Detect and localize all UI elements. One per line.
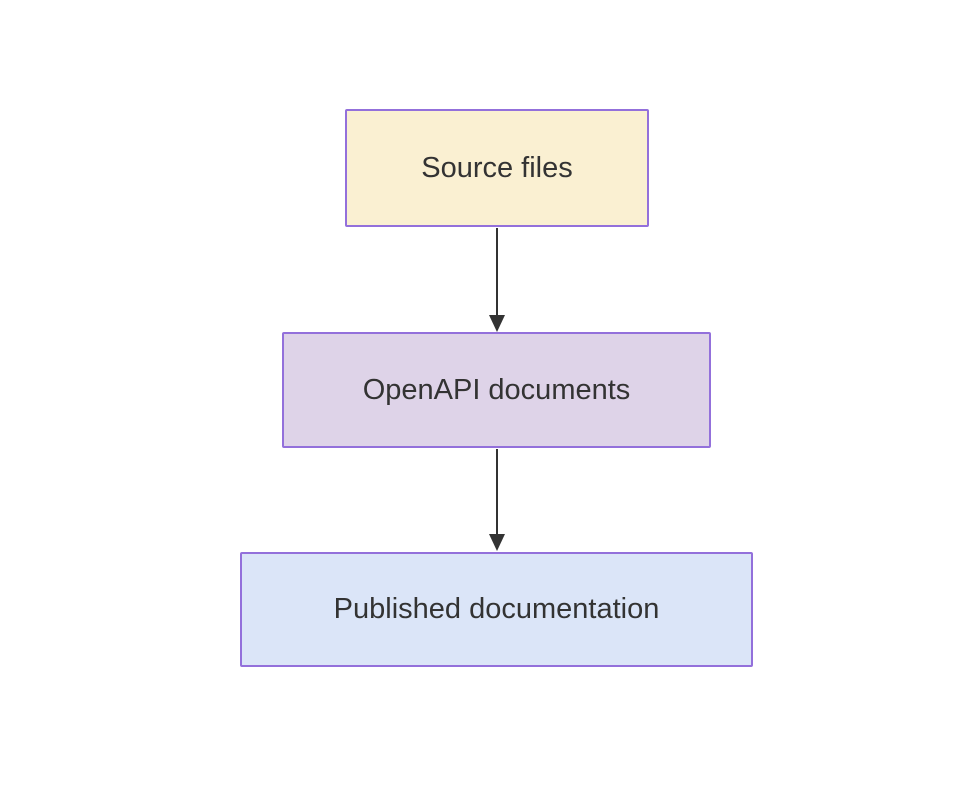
node-published-documentation-label: Published documentation	[333, 593, 660, 625]
arrowhead-icon	[489, 534, 505, 551]
node-source-files-label: Source files	[421, 151, 573, 184]
edge-source-to-openapi	[489, 228, 505, 332]
arrowhead-icon	[489, 315, 505, 332]
node-openapi-documents-label: OpenAPI documents	[362, 373, 631, 406]
edge-openapi-to-published	[489, 449, 505, 551]
node-source-files: Source files	[345, 109, 649, 227]
node-openapi-documents: OpenAPI documents	[282, 332, 711, 448]
node-published-documentation: Published documentation	[240, 552, 753, 667]
